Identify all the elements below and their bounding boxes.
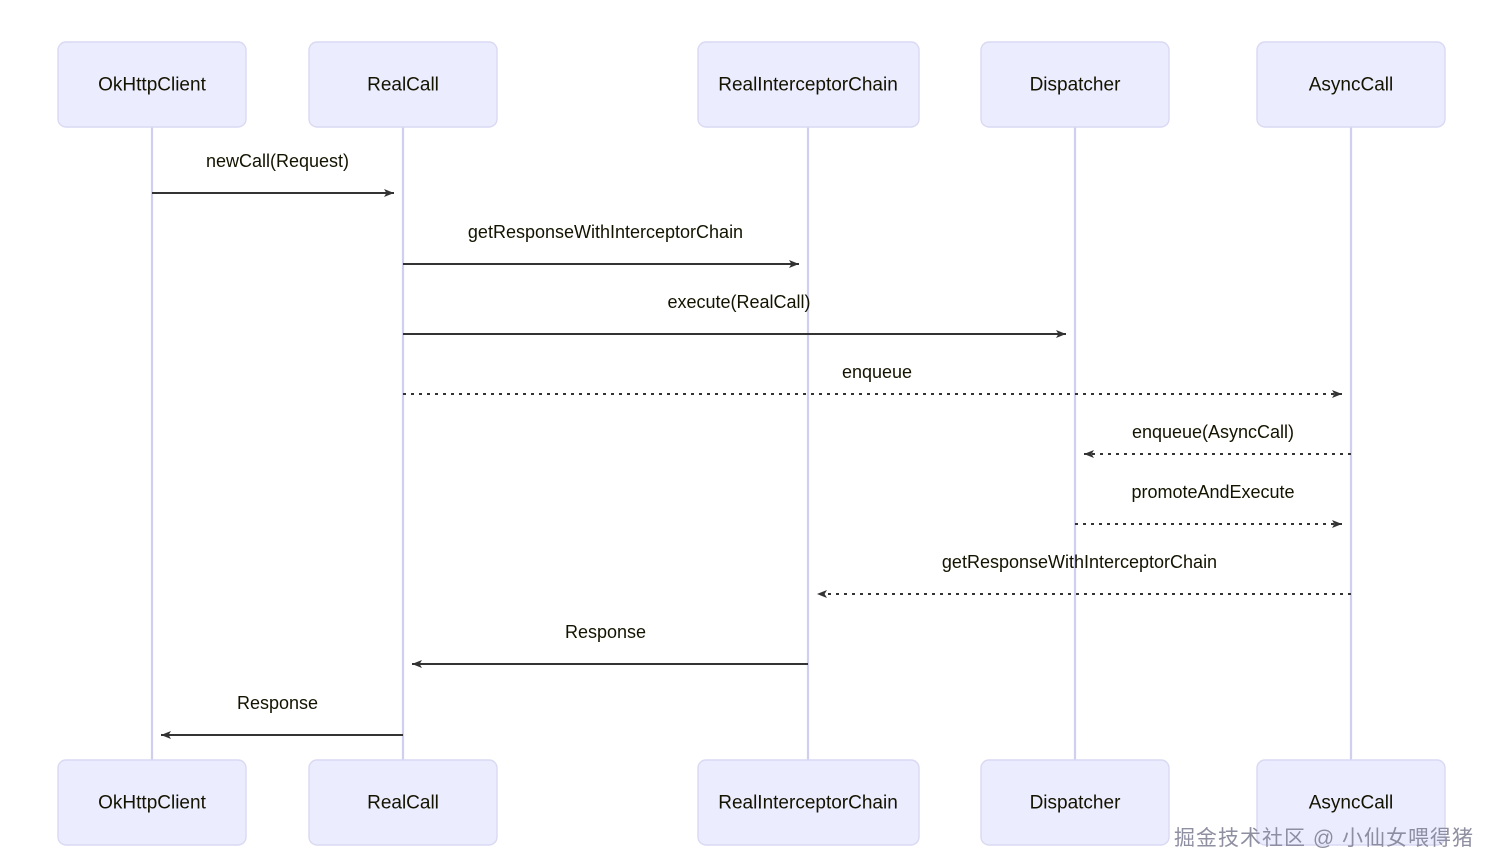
message-label: execute(RealCall) [667, 292, 810, 312]
message-label: Response [237, 693, 318, 713]
message-2-execute-realcall[interactable]: execute(RealCall) [403, 292, 1066, 338]
participant-label: AsyncCall [1309, 75, 1393, 96]
message-1-getresponsewithinterceptorchain[interactable]: getResponseWithInterceptorChain [403, 222, 799, 268]
participant-bottom-asynccall[interactable]: AsyncCall [1256, 759, 1446, 846]
message-label: newCall(Request) [206, 151, 349, 171]
message-4-enqueue-asynccall[interactable]: enqueue(AsyncCall) [1084, 422, 1351, 458]
participant-bottom-okhttpclient[interactable]: OkHttpClient [57, 759, 247, 846]
participant-box [980, 41, 1170, 128]
participant-box [1256, 759, 1446, 846]
message-3-enqueue[interactable]: enqueue [403, 362, 1342, 398]
participant-label: RealCall [367, 75, 439, 96]
message-8-response[interactable]: Response [161, 693, 403, 739]
message-6-getresponsewithinterceptorchain[interactable]: getResponseWithInterceptorChain [817, 552, 1351, 598]
participant-top-realcall[interactable]: RealCall [308, 41, 498, 128]
participant-label: OkHttpClient [98, 793, 206, 814]
participant-top-dispatcher[interactable]: Dispatcher [980, 41, 1170, 128]
participant-top-okhttpclient[interactable]: OkHttpClient [57, 41, 247, 128]
message-label: enqueue [842, 362, 912, 382]
participant-box [57, 41, 247, 128]
message-label: getResponseWithInterceptorChain [468, 222, 743, 242]
messages-layer: newCall(Request) getResponseWithIntercept… [152, 151, 1351, 739]
message-0-newcall-request[interactable]: newCall(Request) [152, 151, 394, 197]
lifelines-layer [150, 127, 1353, 760]
participant-bottom-dispatcher[interactable]: Dispatcher [980, 759, 1170, 846]
participant-bottom-realcall[interactable]: RealCall [308, 759, 498, 846]
participant-label: RealInterceptorChain [718, 793, 898, 814]
participant-box [697, 759, 920, 846]
participant-bottom-realinterceptorchain[interactable]: RealInterceptorChain [697, 759, 920, 846]
message-label: getResponseWithInterceptorChain [942, 552, 1217, 572]
participant-label: Dispatcher [1030, 793, 1121, 814]
message-7-response[interactable]: Response [412, 622, 808, 668]
participant-label: Dispatcher [1030, 75, 1121, 96]
participant-top-asynccall[interactable]: AsyncCall [1256, 41, 1446, 128]
participant-label: OkHttpClient [98, 75, 206, 96]
participant-label: RealCall [367, 793, 439, 814]
participant-box [697, 41, 920, 128]
participant-box [980, 759, 1170, 846]
participant-box [1256, 41, 1446, 128]
participant-box [57, 759, 247, 846]
message-label: Response [565, 622, 646, 642]
message-label: promoteAndExecute [1131, 482, 1294, 502]
message-5-promoteandexecute[interactable]: promoteAndExecute [1075, 482, 1342, 528]
participant-box [308, 759, 498, 846]
participant-top-realinterceptorchain[interactable]: RealInterceptorChain [697, 41, 920, 128]
participant-label: RealInterceptorChain [718, 75, 898, 96]
participant-label: AsyncCall [1309, 793, 1393, 814]
message-label: enqueue(AsyncCall) [1132, 422, 1294, 442]
participant-box [308, 41, 498, 128]
